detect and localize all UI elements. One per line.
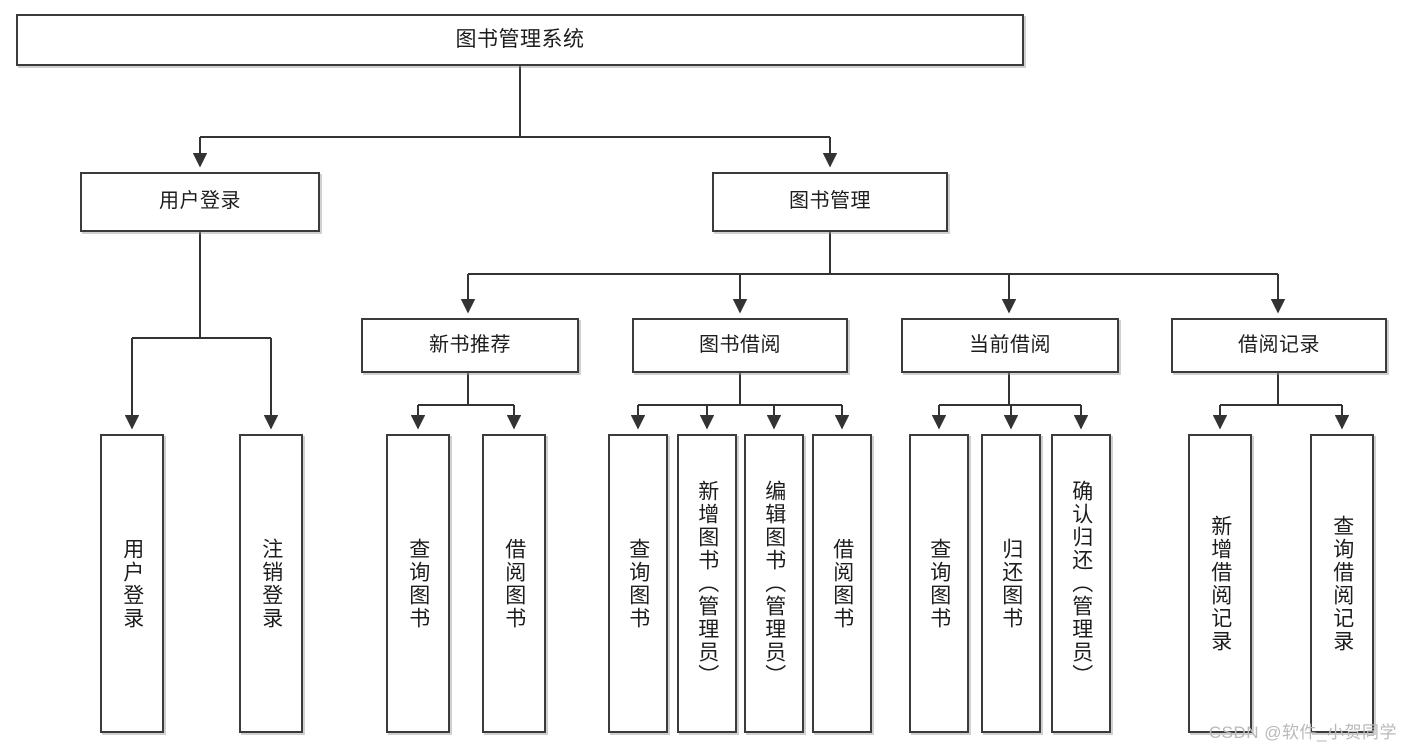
- node-borrow-record-label: 借阅记录: [1238, 333, 1320, 356]
- leaf-lend-book-label: 借阅图书: [830, 537, 854, 630]
- node-book-management-label: 图书管理: [789, 190, 871, 213]
- leaf-query-book-newbook[interactable]: 查询图书: [386, 434, 450, 733]
- leaf-borrow-book-newbook[interactable]: 借阅图书: [482, 434, 546, 733]
- node-user-login-label: 用户登录: [159, 190, 241, 213]
- leaf-add-borrow-record-label: 新增借阅记录: [1208, 514, 1232, 653]
- leaf-query-book-newbook-label: 查询图书: [406, 537, 430, 630]
- leaf-return-book-label: 归还图书: [999, 537, 1023, 630]
- node-current-borrow[interactable]: 当前借阅: [901, 318, 1119, 373]
- node-book-borrow-label: 图书借阅: [699, 333, 781, 356]
- leaf-query-borrow-record-label: 查询借阅记录: [1330, 514, 1354, 653]
- leaf-edit-book-admin[interactable]: 编辑图书（管理员）: [744, 434, 804, 733]
- leaf-add-book-admin-label: 新增图书（管理员）: [695, 480, 719, 687]
- leaf-logout[interactable]: 注销登录: [239, 434, 303, 733]
- leaf-lend-book[interactable]: 借阅图书: [812, 434, 872, 733]
- node-new-book-recommend[interactable]: 新书推荐: [361, 318, 579, 373]
- leaf-add-book-admin[interactable]: 新增图书（管理员）: [677, 434, 737, 733]
- leaf-query-book-current[interactable]: 查询图书: [909, 434, 969, 733]
- leaf-user-login-label: 用户登录: [120, 537, 144, 630]
- leaf-logout-label: 注销登录: [259, 537, 283, 630]
- csdn-watermark: CSDN @软件_小贺同学: [1208, 723, 1397, 742]
- leaf-query-book-borrow[interactable]: 查询图书: [608, 434, 668, 733]
- leaf-confirm-return-admin[interactable]: 确认归还（管理员）: [1051, 434, 1111, 733]
- node-borrow-record[interactable]: 借阅记录: [1171, 318, 1387, 373]
- leaf-user-login[interactable]: 用户登录: [100, 434, 164, 733]
- leaf-borrow-book-newbook-label: 借阅图书: [502, 537, 526, 630]
- node-new-book-recommend-label: 新书推荐: [429, 333, 511, 356]
- node-current-borrow-label: 当前借阅: [969, 333, 1051, 356]
- leaf-confirm-return-admin-label: 确认归还（管理员）: [1069, 480, 1093, 687]
- node-book-management[interactable]: 图书管理: [712, 172, 948, 232]
- leaf-return-book[interactable]: 归还图书: [981, 434, 1041, 733]
- leaf-query-book-current-label: 查询图书: [927, 537, 951, 630]
- leaf-edit-book-admin-label: 编辑图书（管理员）: [762, 480, 786, 687]
- node-root[interactable]: 图书管理系统: [16, 14, 1024, 66]
- node-book-borrow[interactable]: 图书借阅: [632, 318, 848, 373]
- node-root-label: 图书管理系统: [455, 27, 585, 51]
- leaf-query-borrow-record[interactable]: 查询借阅记录: [1310, 434, 1374, 733]
- node-user-login[interactable]: 用户登录: [80, 172, 320, 232]
- leaf-query-book-borrow-label: 查询图书: [626, 537, 650, 630]
- leaf-add-borrow-record[interactable]: 新增借阅记录: [1188, 434, 1252, 733]
